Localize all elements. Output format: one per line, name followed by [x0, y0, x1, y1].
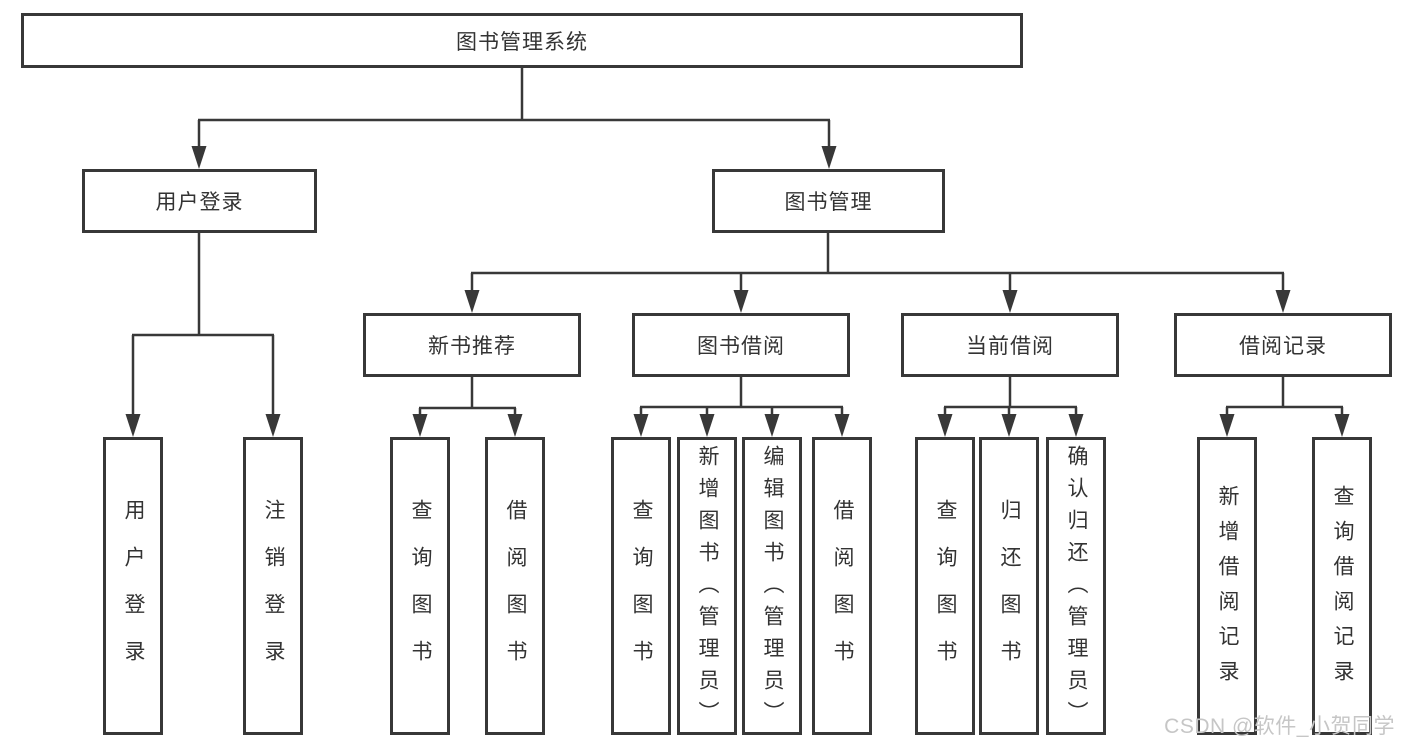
leaf-logout: 注销登录 [243, 437, 303, 735]
leaf-add-books-admin: 新增图书（管理员） [677, 437, 737, 735]
node-borrow-records: 借阅记录 [1174, 313, 1392, 377]
node-new-book-recommend: 新书推荐 [363, 313, 581, 377]
node-user-login-module: 用户登录 [82, 169, 317, 233]
leaf-confirm-return-admin: 确认归还（管理员） [1046, 437, 1106, 735]
leaf-query-books-recommend: 查询图书 [390, 437, 450, 735]
leaf-user-login: 用户登录 [103, 437, 163, 735]
leaf-add-borrow-record: 新增借阅记录 [1197, 437, 1257, 735]
node-book-borrow: 图书借阅 [632, 313, 850, 377]
leaf-query-borrow-record: 查询借阅记录 [1312, 437, 1372, 735]
node-current-borrow: 当前借阅 [901, 313, 1119, 377]
leaf-query-books-current: 查询图书 [915, 437, 975, 735]
node-book-management-module: 图书管理 [712, 169, 945, 233]
leaf-return-books: 归还图书 [979, 437, 1039, 735]
leaf-edit-books-admin: 编辑图书（管理员） [742, 437, 802, 735]
watermark: CSDN @软件_小贺同学 [1164, 715, 1395, 738]
leaf-query-books-borrow: 查询图书 [611, 437, 671, 735]
leaf-borrow-books-recommend: 借阅图书 [485, 437, 545, 735]
leaf-borrow-books: 借阅图书 [812, 437, 872, 735]
node-library-management-system: 图书管理系统 [21, 13, 1023, 68]
